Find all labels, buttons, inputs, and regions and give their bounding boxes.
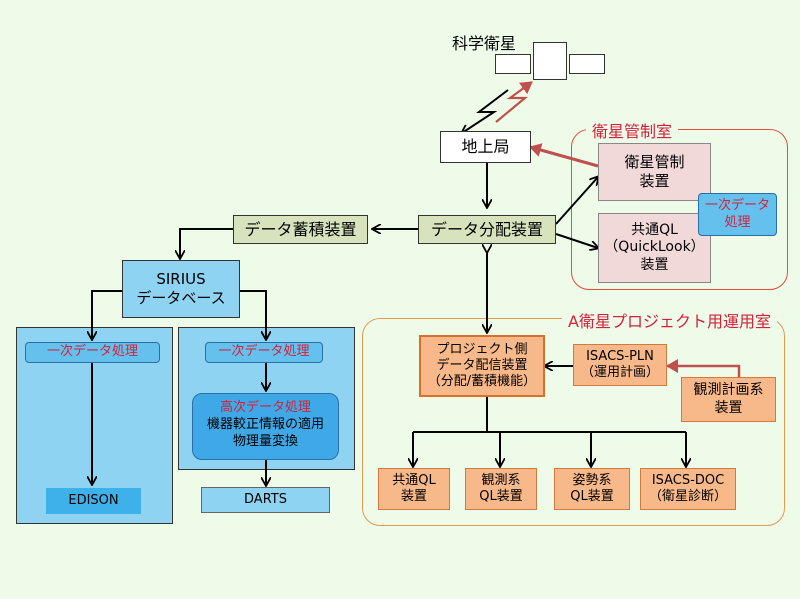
data-distribution-device: データ分配装置 <box>418 215 556 244</box>
satellite-body <box>533 42 567 80</box>
output-isacs-doc: ISACS-DOC （衛星診断） <box>640 468 736 510</box>
output-common-ql: 共通QL 装置 <box>378 468 450 510</box>
project-delivery-device: プロジェクト側 データ配信装置 （分配/蓄積機能） <box>419 335 545 397</box>
project-room-title: A衛星プロジェクト用運用室 <box>562 308 777 332</box>
output-observation-ql: 観測系 QL装置 <box>465 468 537 510</box>
darts-box: DARTS <box>201 487 330 513</box>
higher-processing-title: 高次データ処理 <box>219 400 311 415</box>
edison-box: EDISON <box>46 488 141 514</box>
control-primary-processing: 一次データ 処理 <box>698 193 777 236</box>
common-ql-device: 共通QL （QuickLook） 装置 <box>598 213 711 283</box>
higher-processing-body: 機器較正情報の適用 物理量変換 <box>206 416 324 449</box>
sirius-database: SIRIUS データベース <box>122 260 240 318</box>
downlink-arrow <box>462 89 509 133</box>
control-room-title: 衛星管制室 <box>586 118 679 142</box>
satellite-icon <box>495 42 607 82</box>
darts-primary-processing: 一次データ処理 <box>205 342 323 363</box>
data-storage-device: データ蓄積装置 <box>233 215 368 244</box>
observation-planning-device: 観測計画系 装置 <box>681 377 776 422</box>
uplink-arrow <box>495 81 533 123</box>
ground-station: 地上局 <box>440 131 531 163</box>
control-room-region <box>571 129 788 290</box>
satellite-control-device: 衛星管制 装置 <box>598 143 711 201</box>
higher-processing-box: 高次データ処理 機器較正情報の適用 物理量変換 <box>192 393 339 460</box>
satellite-label: 科学衛星 <box>452 34 517 53</box>
solar-panel-left <box>495 54 531 74</box>
solar-panel-right <box>569 54 605 74</box>
edison-primary-processing: 一次データ処理 <box>25 342 160 363</box>
output-attitude-ql: 姿勢系 QL装置 <box>554 468 630 510</box>
isacs-pln: ISACS-PLN （運用計画） <box>573 344 667 386</box>
